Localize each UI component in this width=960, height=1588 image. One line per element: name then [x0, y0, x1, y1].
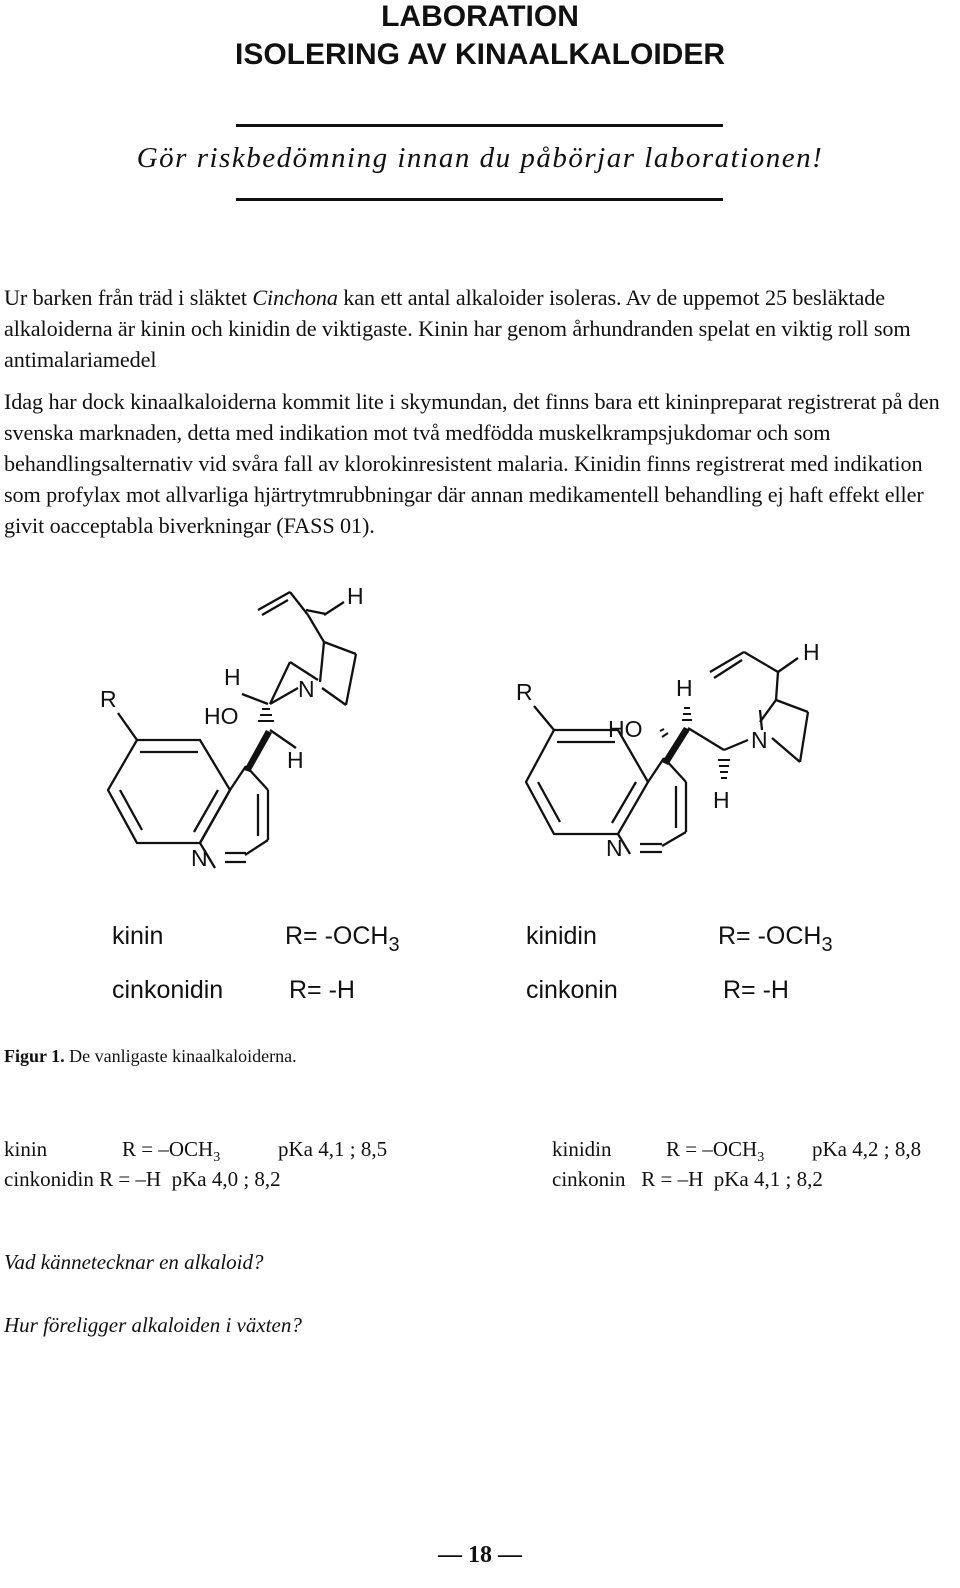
risk-warning: Gör riskbedömning innan du påbörjar labo… — [136, 142, 824, 174]
atom-label-h: H — [676, 675, 693, 701]
page-number: — 18 — — [438, 1542, 522, 1568]
label-cinkonidin-r: R= -H — [289, 976, 355, 1004]
intro-paragraph-1: Ur barken från träd i släktet Cinchona k… — [4, 285, 911, 372]
page-title-line1: LABORATION — [381, 0, 579, 33]
pka-cinkonin: cinkonin R = –H pKa 4,1 ; 8,2 — [552, 1167, 823, 1191]
atom-label-n: N — [606, 835, 623, 861]
label-cinkonin: cinkonin — [526, 976, 618, 1004]
atom-label-n: N — [751, 727, 768, 753]
pka-kinidin-values: pKa 4,2 ; 8,8 — [812, 1137, 922, 1161]
figure-caption: Figur 1. De vanligaste kinaalkaloiderna. — [4, 1046, 297, 1066]
pka-cinkonidin: cinkonidin R = –H pKa 4,0 ; 8,2 — [4, 1167, 281, 1191]
label-kinin: kinin — [112, 922, 164, 950]
atom-label-h: H — [803, 639, 820, 665]
label-cinkonidin: cinkonidin — [112, 976, 224, 1004]
pka-kinidin-r: R = –OCH3 — [666, 1137, 765, 1166]
pka-kinidin-name: kinidin — [552, 1137, 612, 1161]
atom-label-n: N — [298, 676, 315, 702]
divider-top — [236, 124, 723, 127]
label-kinidin-r: R= -OCH3 — [718, 922, 833, 956]
pka-kinin-r: R = –OCH3 — [122, 1137, 221, 1166]
divider-bottom — [236, 198, 723, 201]
atom-label-h: H — [287, 747, 304, 773]
label-kinidin: kinidin — [526, 922, 597, 950]
atom-label-h: H — [347, 583, 364, 609]
page-title-line2: ISOLERING AV KINAALKALOIDER — [234, 38, 725, 71]
benzene-ring — [524, 728, 650, 836]
atom-label-h: H — [713, 787, 730, 813]
question-2: Hur föreligger alkaloiden i växten? — [4, 1313, 302, 1337]
bond — [117, 712, 138, 741]
structure-kinin: R N HO H H N — [100, 583, 364, 871]
intro-paragraph-2: Idag har dock kinaalkaloiderna kommit li… — [4, 389, 940, 538]
atom-label-ho: HO — [204, 703, 239, 729]
atom-label-r: R — [100, 686, 117, 712]
atom-label-ho: HO — [608, 716, 643, 742]
alkaloid-structures: R N HO H H N — [100, 583, 820, 871]
label-kinin-r: R= -OCH3 — [285, 922, 400, 956]
atom-label-r: R — [516, 679, 533, 705]
label-cinkonin-r: R= -H — [723, 976, 789, 1004]
atom-label-h: H — [224, 664, 241, 690]
benzene-ring — [106, 738, 232, 845]
question-1: Vad kännetecknar en alkaloid? — [4, 1250, 264, 1274]
pka-kinin-name: kinin — [4, 1137, 48, 1161]
pka-kinin-values: pKa 4,1 ; 8,5 — [278, 1137, 388, 1161]
genus-name: Cinchona — [252, 285, 338, 310]
atom-label-n: N — [191, 845, 208, 871]
structure-kinidin: R N HO H H — [516, 639, 820, 861]
